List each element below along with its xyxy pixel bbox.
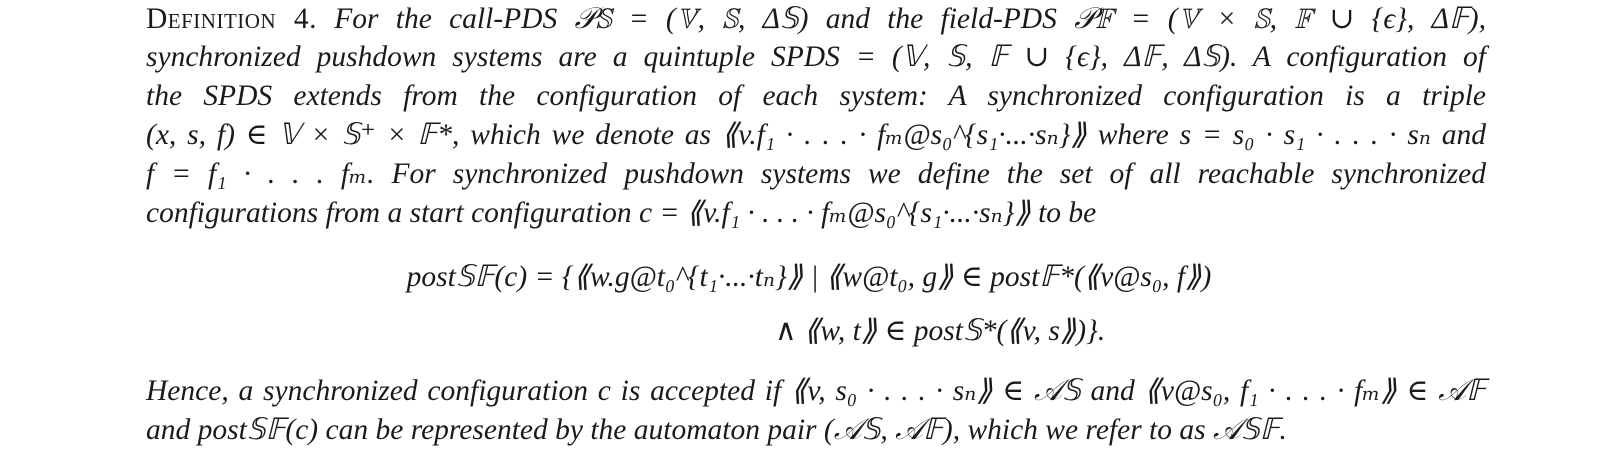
definition-line-1: Definition 4. For the call-PDS 𝒫𝕊 = (𝕍, … <box>146 0 1486 38</box>
definition-text-4: (x, s, f) ∈ 𝕍 × 𝕊⁺ × 𝔽*, which we denote… <box>146 119 1486 151</box>
closing-text-1: Hence, a synchronized configuration c is… <box>146 375 1486 407</box>
closing-line-2: and post𝕊𝔽(c) can be represented by the … <box>146 411 1486 449</box>
definition-line-3: the SPDS extends from the configuration … <box>146 77 1486 115</box>
equation-text-2: ∧ ⟪w, t⟫ ∈ post𝕊*(⟪v, s⟫)}. <box>775 315 1106 347</box>
definition-text-6: configurations from a start configuratio… <box>146 197 1097 229</box>
definition-text-5: f = f₁ · . . . fₘ. For synchronized push… <box>146 158 1486 190</box>
equation-line-2: ∧ ⟪w, t⟫ ∈ post𝕊*(⟪v, s⟫)}. <box>775 312 1105 350</box>
equation-text-1: post𝕊𝔽(c) = {⟪w.g@t₀^{t₁·...·tₙ}⟫ | ⟪w@t… <box>406 261 1212 293</box>
definition-text-2: synchronized pushdown systems are a quin… <box>146 41 1486 73</box>
definition-text-1: For the call-PDS 𝒫𝕊 = (𝕍, 𝕊, Δ𝕊) and the… <box>334 3 1487 35</box>
definition-line-6: configurations from a start configuratio… <box>146 194 1486 232</box>
equation-line-1: post𝕊𝔽(c) = {⟪w.g@t₀^{t₁·...·tₙ}⟫ | ⟪w@t… <box>0 258 1618 296</box>
definition-line-4: (x, s, f) ∈ 𝕍 × 𝕊⁺ × 𝔽*, which we denote… <box>146 116 1486 154</box>
closing-text-2: and post𝕊𝔽(c) can be represented by the … <box>146 414 1287 446</box>
definition-text-3: the SPDS extends from the configuration … <box>146 80 1486 112</box>
definition-line-5: f = f₁ · . . . fₘ. For synchronized push… <box>146 155 1486 193</box>
definition-label: Definition 4. <box>146 3 318 35</box>
closing-line-1: Hence, a synchronized configuration c is… <box>146 372 1486 410</box>
definition-line-2: synchronized pushdown systems are a quin… <box>146 38 1486 76</box>
